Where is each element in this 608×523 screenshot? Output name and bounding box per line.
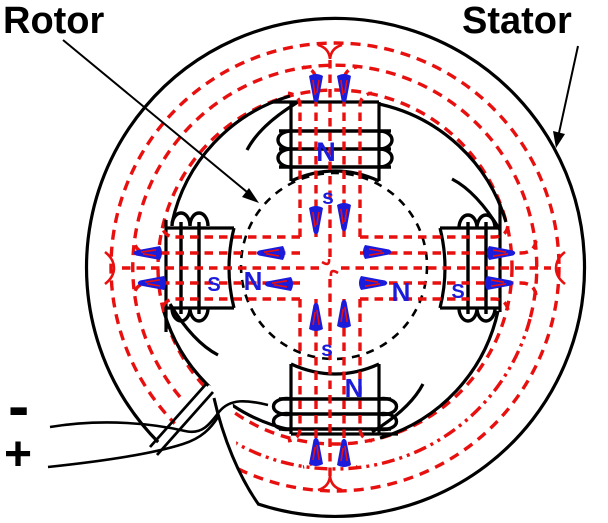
stator-pole-bottom-label: N (345, 373, 364, 403)
rim-resume-arc (212, 397, 261, 506)
stator-pointer-line (558, 45, 579, 134)
flux-ring-middle (131, 63, 539, 399)
wire-negative (47, 416, 220, 469)
rotor-pointer-line (62, 39, 248, 193)
polarity-labels: N s S N S N s N (207, 137, 464, 403)
supply-wires (47, 382, 269, 506)
stator-flux-rings (109, 41, 561, 493)
rotor-circle (239, 171, 429, 361)
flux-ring-outer (109, 41, 561, 493)
rotor-title: Rotor (3, 0, 105, 42)
callouts: Rotor Stator (3, 0, 579, 203)
stator-pole-top (272, 100, 394, 183)
coil-top (276, 129, 394, 169)
stator-pointer-arrowhead-icon (553, 131, 565, 148)
wire-positive (49, 400, 269, 434)
notch-edge-upper (148, 382, 209, 448)
stator-pole-right (438, 204, 502, 323)
stator-pole-top-label: N (316, 137, 336, 167)
notch-edge-lower (155, 391, 215, 456)
terminal-negative-label: - (8, 370, 29, 442)
stator-title: Stator (462, 0, 572, 42)
coil-bottom (271, 396, 399, 432)
rotor-top-label: s (322, 186, 334, 209)
supply-terminals: - + (4, 370, 32, 481)
flux-ring-inner (156, 88, 514, 446)
rotor-pointer-arrowhead-icon (242, 188, 259, 203)
terminal-positive-label: + (4, 428, 32, 481)
flux-ring-middle-dashdot (233, 318, 532, 471)
rotor-bottom-label: s (321, 338, 333, 361)
stator-outer-circle (84, 16, 587, 518)
rotor-right-label: N (392, 277, 411, 307)
stator-pole-right-label: S (451, 281, 464, 303)
flux-junctions (104, 43, 566, 492)
stator-pole-left-label: S (207, 274, 220, 296)
rotor-left-label: N (244, 266, 263, 296)
stator-pole-bottom (271, 362, 399, 436)
